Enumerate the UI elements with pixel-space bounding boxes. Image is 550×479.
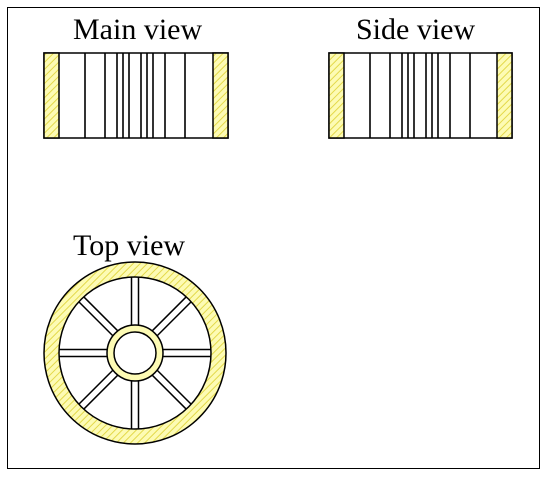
side-view-label: Side view — [356, 13, 476, 46]
spoke-7-edge-1 — [151, 296, 187, 332]
spoke-1-edge-0 — [151, 374, 187, 410]
spoke-7-edge-0 — [156, 301, 192, 337]
spoke-5-edge-1 — [78, 301, 114, 337]
spoke-5-edge-0 — [83, 296, 119, 332]
top-view-hub-hole — [113, 331, 157, 375]
top-view — [43, 261, 227, 445]
side-view — [328, 52, 513, 139]
spoke-3-edge-0 — [78, 369, 114, 405]
spoke-1-edge-1 — [156, 369, 192, 405]
main-view-spoke-lines — [84, 53, 186, 138]
main-view-right-rim — [212, 52, 229, 139]
side-view-right-rim — [496, 52, 513, 139]
side-view-spoke-lines — [369, 53, 471, 138]
main-view-left-rim — [43, 52, 60, 139]
side-view-left-rim — [328, 52, 345, 139]
main-view-outline — [43, 52, 229, 139]
spoke-3-edge-1 — [83, 374, 119, 410]
main-view-label: Main view — [73, 13, 203, 46]
top-view-label: Top view — [73, 229, 186, 262]
top-view-spokes — [59, 277, 211, 429]
main-view — [43, 52, 229, 139]
side-view-outline — [328, 52, 513, 139]
